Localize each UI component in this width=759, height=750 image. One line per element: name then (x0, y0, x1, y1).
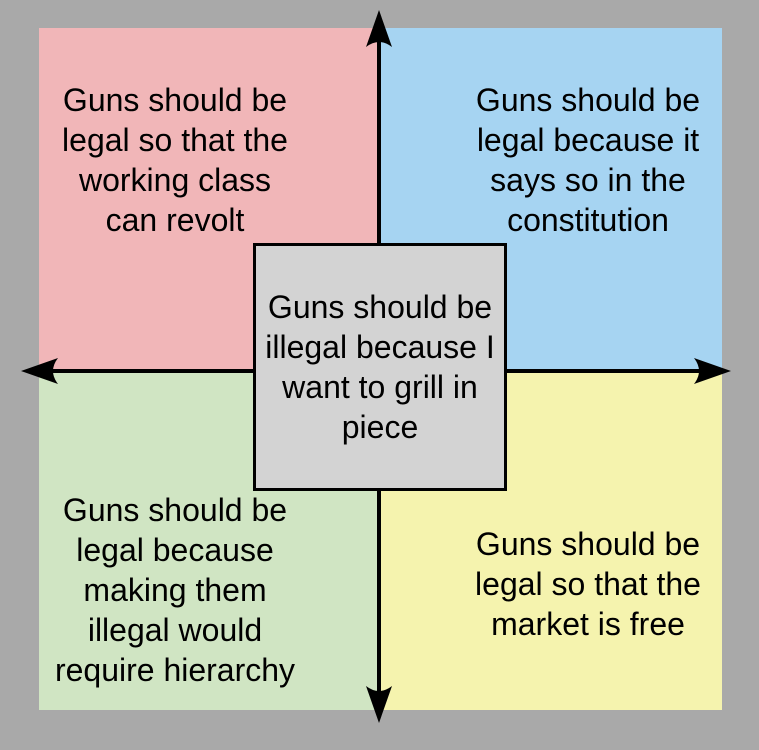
caption-line: legal so that the (62, 122, 288, 158)
caption-line: making them (83, 572, 267, 608)
center-statement-box: Guns should be illegal because I want to… (253, 243, 507, 491)
caption-line: constitution (507, 202, 669, 238)
caption-line: Guns should be (62, 492, 288, 528)
caption-line: working class (78, 162, 272, 198)
caption-auth-right: Guns should be legal because it says so … (440, 80, 736, 240)
caption-line: illegal because I (265, 329, 495, 365)
caption-line: says so in the (490, 162, 686, 198)
caption-line: legal so that the (475, 566, 701, 602)
caption-line: Guns should be (475, 526, 701, 562)
caption-lib-left: Guns should be legal because making them… (27, 490, 323, 690)
caption-line: can revolt (105, 202, 245, 238)
caption-line: Guns should be (475, 82, 701, 118)
caption-line: Guns should be (267, 289, 493, 325)
caption-line: legal because (76, 532, 274, 568)
caption-line: legal because it (476, 122, 700, 158)
caption-line: require hierarchy (54, 652, 296, 688)
caption-auth-left: Guns should be legal so that the working… (27, 80, 323, 240)
caption-line: Guns should be (62, 82, 288, 118)
caption-line: market is free (491, 606, 685, 642)
caption-line: illegal would (87, 612, 263, 648)
caption-lib-right: Guns should be legal so that the market … (440, 524, 736, 644)
quadrant-grid (39, 28, 722, 710)
caption-line: piece (341, 409, 419, 445)
caption-line: want to grill in (282, 369, 478, 405)
